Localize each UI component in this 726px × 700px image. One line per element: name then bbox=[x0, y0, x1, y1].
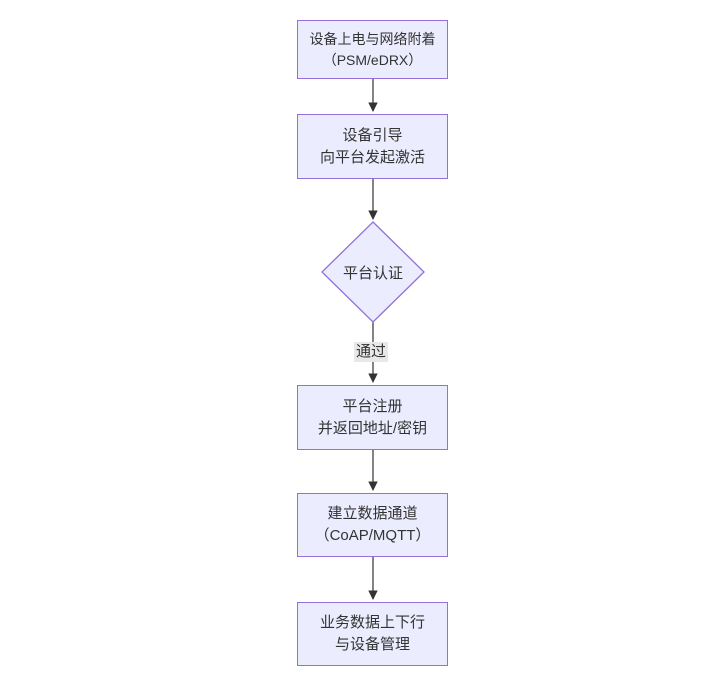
node-bootstrap-line2: 向平台发起激活 bbox=[319, 148, 425, 166]
node-register-line1: 平台注册 bbox=[342, 397, 403, 415]
node-register: 平台注册 并返回地址/密钥 bbox=[297, 385, 448, 450]
node-bootstrap-line1: 设备引导 bbox=[342, 126, 403, 144]
node-power-attach-line1: 设备上电与网络附着 bbox=[309, 30, 436, 47]
node-bootstrap: 设备引导 向平台发起激活 bbox=[297, 114, 448, 179]
node-data-channel-line2: （CoAP/MQTT） bbox=[314, 527, 431, 544]
node-business-data-line1: 业务数据上下行 bbox=[319, 614, 425, 631]
node-business-data: 业务数据上下行 与设备管理 bbox=[297, 602, 448, 666]
node-power-attach: 设备上电与网络附着 （PSM/eDRX） bbox=[297, 20, 448, 79]
node-register-line2: 并返回地址/密钥 bbox=[317, 419, 428, 437]
decision-platform-auth-label: 平台认证 bbox=[342, 264, 403, 282]
node-business-data-line2: 与设备管理 bbox=[334, 636, 410, 653]
diamond-shape bbox=[321, 221, 425, 323]
decision-platform-auth: 平台认证 bbox=[321, 221, 425, 323]
node-power-attach-line2: （PSM/eDRX） bbox=[322, 51, 423, 68]
node-data-channel: 建立数据通道 （CoAP/MQTT） bbox=[297, 493, 448, 557]
edge-label-pass: 通过 bbox=[353, 342, 389, 362]
node-data-channel-line1: 建立数据通道 bbox=[327, 505, 418, 522]
